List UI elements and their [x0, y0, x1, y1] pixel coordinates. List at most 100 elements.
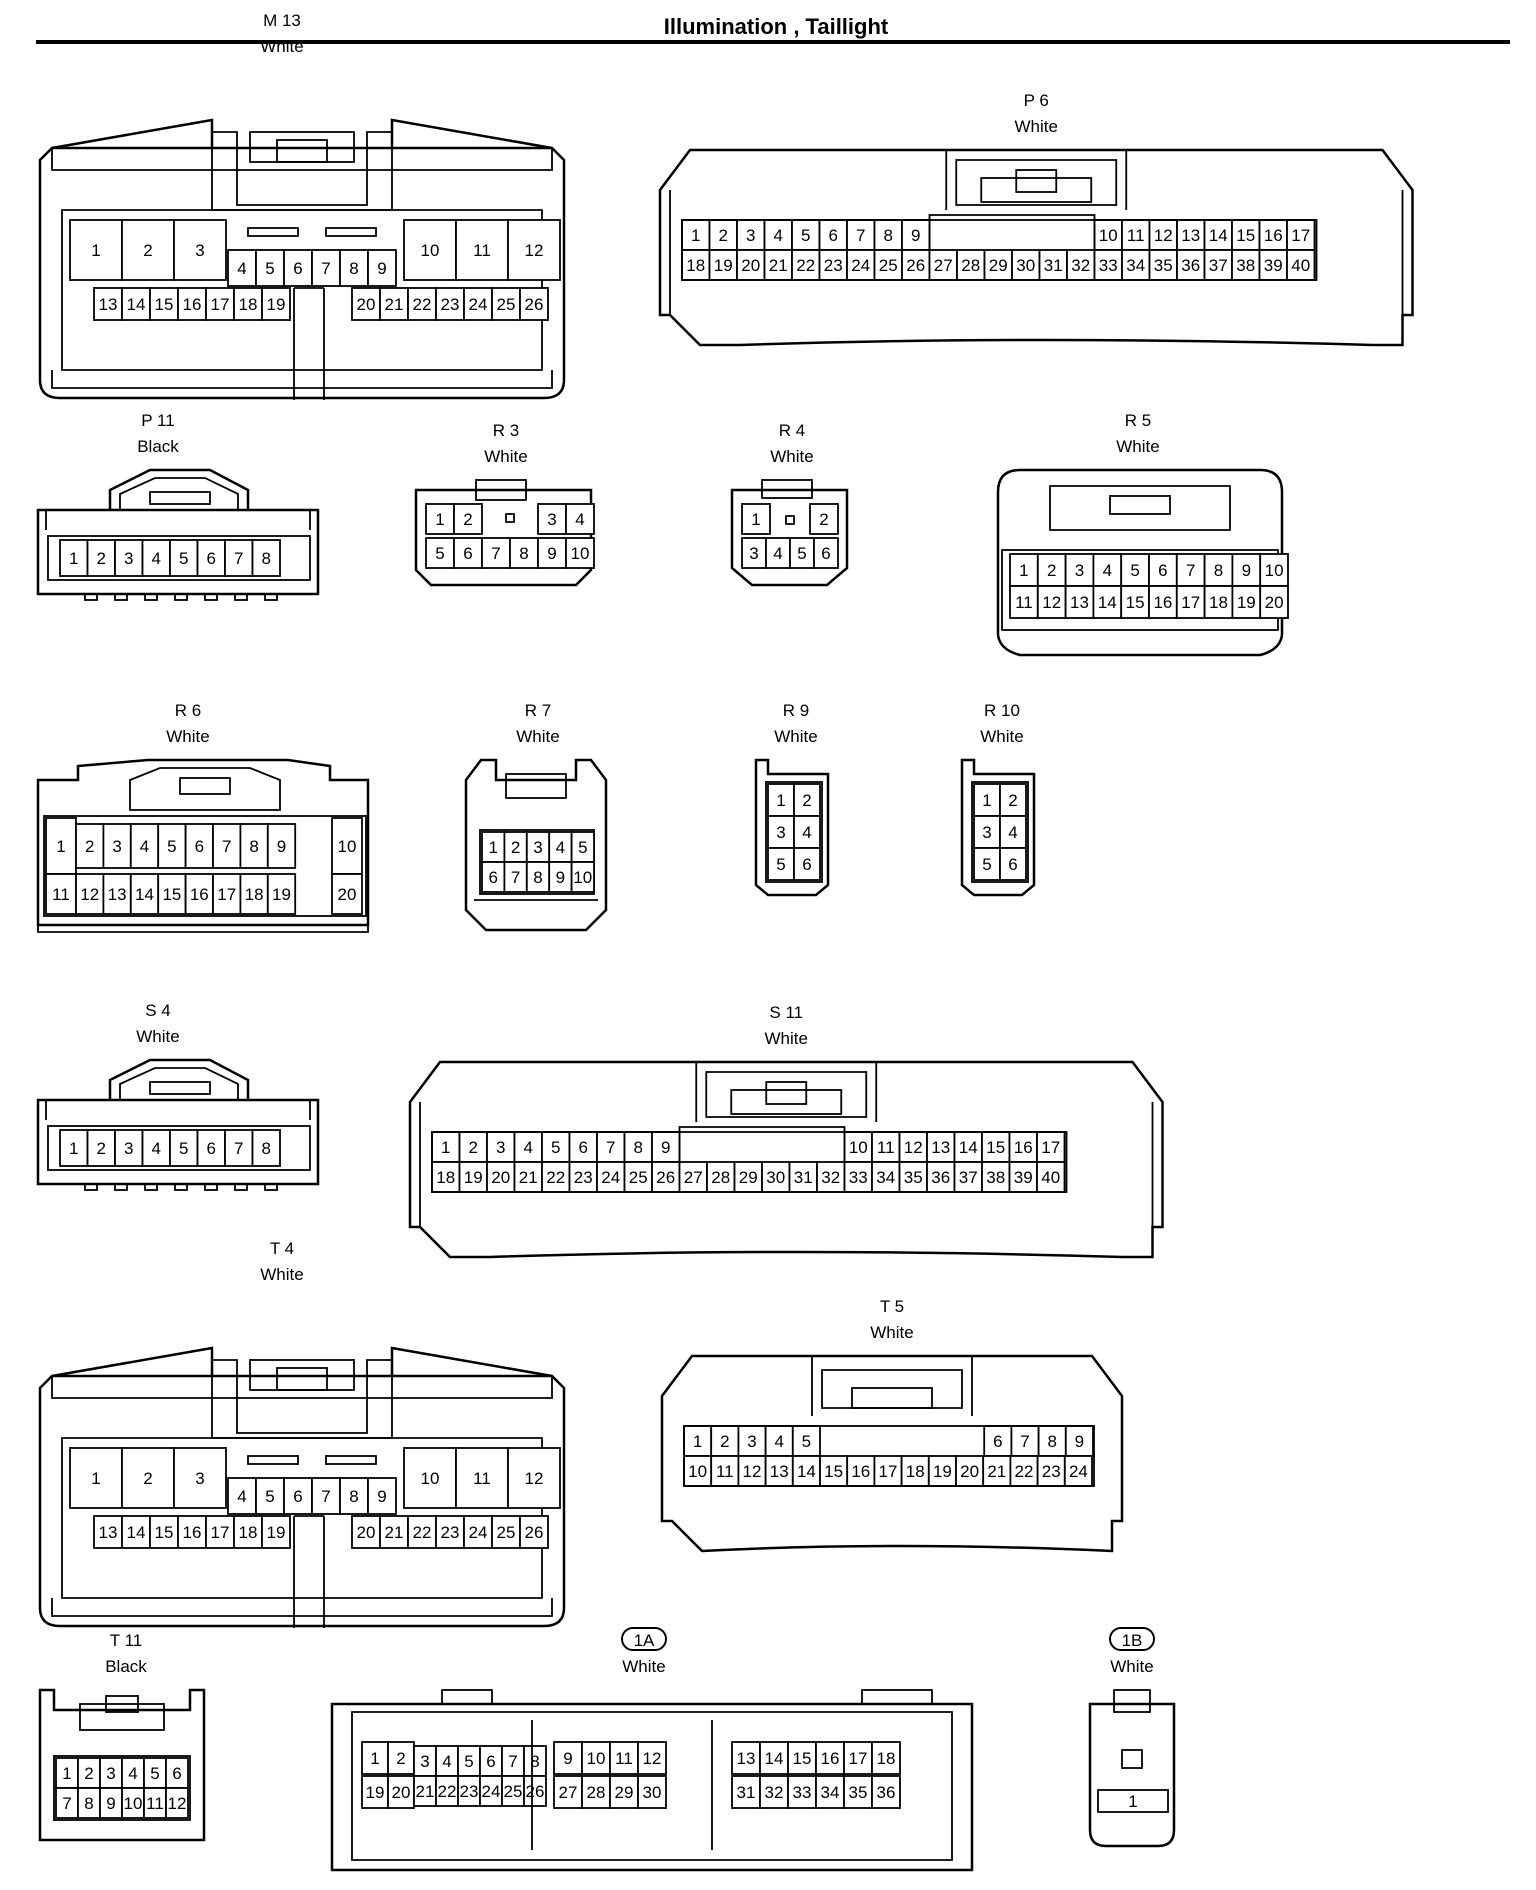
pin-cell: [871, 1741, 901, 1775]
pin-cell: [1231, 249, 1261, 281]
pin-number: 5: [982, 855, 991, 874]
pin-number: 1: [62, 1764, 71, 1783]
pin-number: 12: [168, 1794, 187, 1813]
pin-cell: [129, 873, 160, 915]
connector-outline: [1113, 1689, 1151, 1713]
connector-outline: [61, 1437, 543, 1599]
connector-outline: [276, 1367, 328, 1391]
connector-outline: [45, 1100, 311, 1120]
connector-outline: [204, 593, 218, 601]
pin-number: 4: [524, 1138, 533, 1157]
pin-cell: [351, 287, 381, 321]
pin-number: 17: [217, 885, 236, 904]
connector-outline: [276, 139, 328, 163]
pin-number: 19: [267, 295, 286, 314]
pin-number: 5: [179, 549, 188, 568]
pin-cell: [519, 287, 549, 321]
pin-cell: [710, 1455, 740, 1487]
pin-cell: [818, 249, 848, 281]
connector-outline: [414, 488, 593, 587]
pin-number: 11: [473, 241, 491, 260]
pin-number: 17: [849, 1749, 868, 1768]
pin-number: 1: [91, 1469, 100, 1488]
pin-number: 23: [441, 1523, 460, 1542]
pin-number: 5: [1130, 561, 1139, 580]
pin-cell: [261, 287, 291, 321]
pin-number: 12: [904, 1138, 923, 1157]
pin-number: 14: [1098, 593, 1117, 612]
pin-number: 15: [155, 1523, 174, 1542]
pin-number: 21: [987, 1462, 1006, 1481]
connector-color: White: [980, 727, 1023, 746]
pin-cell: [759, 1741, 789, 1775]
pin-cell: [387, 1741, 415, 1775]
pin-number: 2: [1047, 561, 1056, 580]
pin-number: 2: [463, 510, 472, 529]
pin-number: 1: [776, 791, 785, 810]
pin-number: 4: [237, 1487, 246, 1506]
pin-number: 31: [1044, 256, 1063, 275]
pin-number: 10: [688, 1462, 707, 1481]
pin-number: 12: [743, 1462, 762, 1481]
connector-outline: [61, 209, 543, 371]
pin-number: 9: [661, 1138, 670, 1157]
pin-number: 37: [1209, 256, 1228, 275]
pin-cell: [1231, 585, 1262, 619]
pin-cell: [793, 847, 821, 881]
connector-outline: [765, 1081, 808, 1105]
connector-id: S 4: [145, 1001, 171, 1020]
pin-number: 20: [741, 256, 760, 275]
connector-color: White: [260, 1265, 303, 1284]
connector-outline: [36, 1098, 320, 1186]
pin-cell: [75, 873, 105, 915]
connector-outline: [419, 1102, 1154, 1227]
pin-number: 10: [338, 837, 357, 856]
pin-number: 26: [525, 1523, 544, 1542]
pin-cell: [523, 1775, 547, 1807]
pin-number: 27: [684, 1168, 703, 1187]
connector-outline: [785, 515, 795, 525]
pin-number: 11: [615, 1749, 633, 1768]
pin-number: 16: [1264, 226, 1283, 245]
pin-number: 27: [934, 256, 953, 275]
pin-number: 8: [519, 544, 528, 563]
pin-number: 12: [1154, 226, 1173, 245]
connector-outline: [678, 1126, 846, 1162]
pin-number: 15: [1236, 226, 1255, 245]
pin-number: 29: [739, 1168, 758, 1187]
connector-color: White: [1116, 437, 1159, 456]
connector-outline: [1049, 485, 1231, 531]
pin-number: 11: [716, 1462, 734, 1481]
pin-cell: [570, 861, 595, 893]
pin-cell: [1148, 219, 1178, 251]
pin-cell: [741, 503, 771, 535]
pin-cell: [184, 873, 214, 915]
pin-cell: [973, 847, 1001, 881]
pin-cell: [173, 1447, 227, 1509]
pin-number: 15: [155, 295, 174, 314]
pin-number: 9: [1075, 1432, 1084, 1451]
connector-id: T 4: [270, 1239, 294, 1258]
pin-number: 2: [802, 791, 811, 810]
pin-number: 2: [819, 510, 828, 529]
connector-outline: [811, 1356, 973, 1416]
connector-outline: [51, 370, 553, 389]
pin-cell: [491, 1515, 521, 1549]
connector-color: White: [1015, 117, 1058, 136]
connector-outline: [174, 1183, 188, 1191]
pin-number: 2: [97, 1139, 106, 1158]
pin-number: 13: [108, 885, 127, 904]
connector-color: White: [1110, 1657, 1153, 1676]
pin-number: 4: [575, 510, 584, 529]
pin-number: 2: [1008, 791, 1017, 810]
pin-cell: [351, 1515, 381, 1549]
pin-number: 1: [691, 226, 700, 245]
pin-cell: [239, 823, 269, 869]
pin-number: 19: [366, 1783, 385, 1802]
